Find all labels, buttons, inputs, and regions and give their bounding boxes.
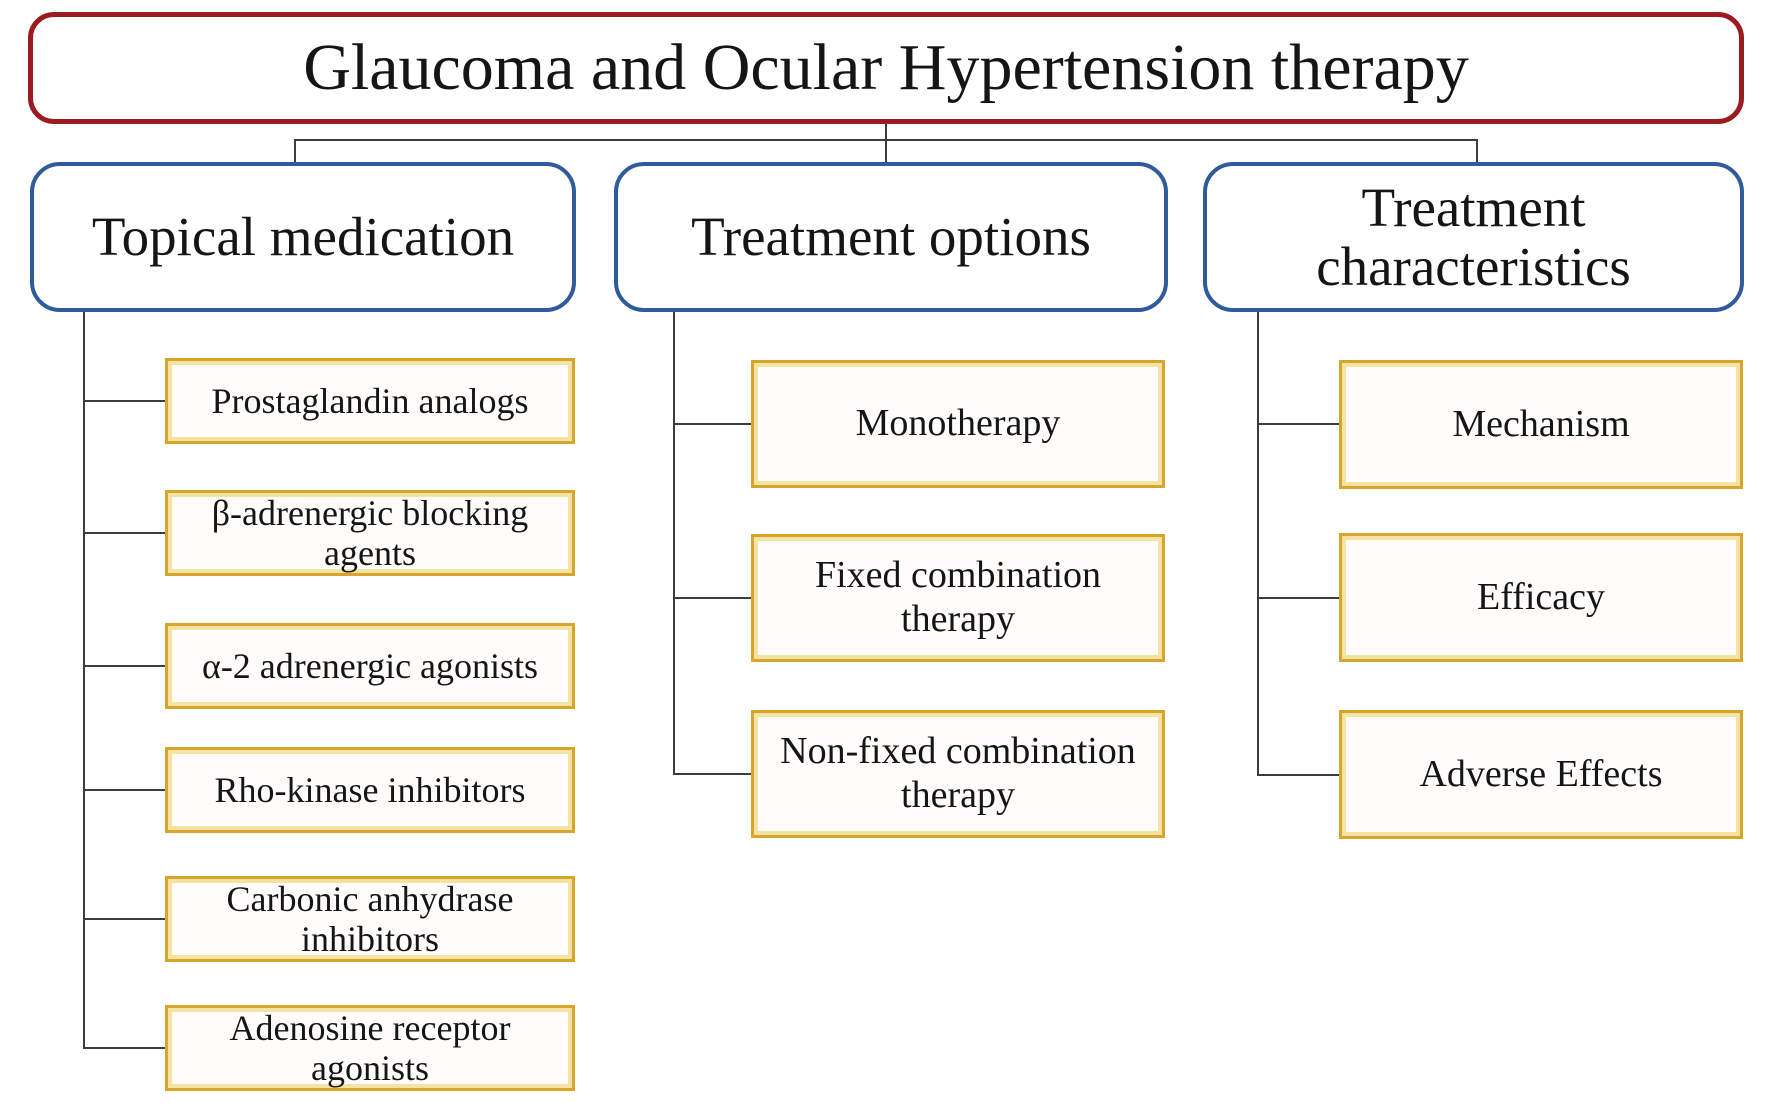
connector-col1-trunk: [83, 311, 85, 1049]
node-treatment-options: Treatment options: [614, 162, 1168, 312]
node-carbonic-anhydrase-inhibitors: Carbonic anhydrase inhibitors: [165, 876, 575, 962]
connector-col3-trunk: [1257, 311, 1259, 776]
connector-branch3-drop: [1476, 139, 1478, 163]
connector-col2-trunk: [673, 311, 675, 775]
connector-col1-stub: [83, 918, 167, 920]
node-treatment-characteristics: Treatment characteristics: [1203, 162, 1744, 312]
connector-col2-stub: [673, 597, 752, 599]
node-alpha-2-adrenergic-agonists: α-2 adrenergic agonists: [165, 623, 575, 709]
connector-root-horizontal: [294, 139, 1478, 141]
connector-root-vertical: [885, 124, 887, 162]
node-prostaglandin-analogs: Prostaglandin analogs: [165, 358, 575, 444]
node-beta-adrenergic-blocking-agents: β-adrenergic blocking agents: [165, 490, 575, 576]
node-mechanism: Mechanism: [1339, 360, 1743, 489]
connector-col2-stub: [673, 423, 752, 425]
connector-col3-stub: [1257, 597, 1340, 599]
node-monotherapy: Monotherapy: [751, 360, 1165, 488]
node-efficacy: Efficacy: [1339, 533, 1743, 662]
connector-col1-stub: [83, 1047, 167, 1049]
connector-col3-stub: [1257, 423, 1340, 425]
node-topical-medication: Topical medication: [30, 162, 576, 312]
node-non-fixed-combination-therapy: Non-fixed combination therapy: [751, 710, 1165, 838]
node-fixed-combination-therapy: Fixed combination therapy: [751, 534, 1165, 662]
connector-branch1-drop: [294, 139, 296, 163]
connector-col1-stub: [83, 789, 167, 791]
connector-col1-stub: [83, 400, 167, 402]
node-adverse-effects: Adverse Effects: [1339, 710, 1743, 839]
connector-col1-stub: [83, 532, 167, 534]
connector-col1-stub: [83, 665, 167, 667]
connector-col2-stub: [673, 773, 752, 775]
node-adenosine-receptor-agonists: Adenosine receptor agonists: [165, 1005, 575, 1091]
connector-col3-stub: [1257, 774, 1340, 776]
node-rho-kinase-inhibitors: Rho-kinase inhibitors: [165, 747, 575, 833]
node-root-title: Glaucoma and Ocular Hypertension therapy: [28, 12, 1744, 124]
